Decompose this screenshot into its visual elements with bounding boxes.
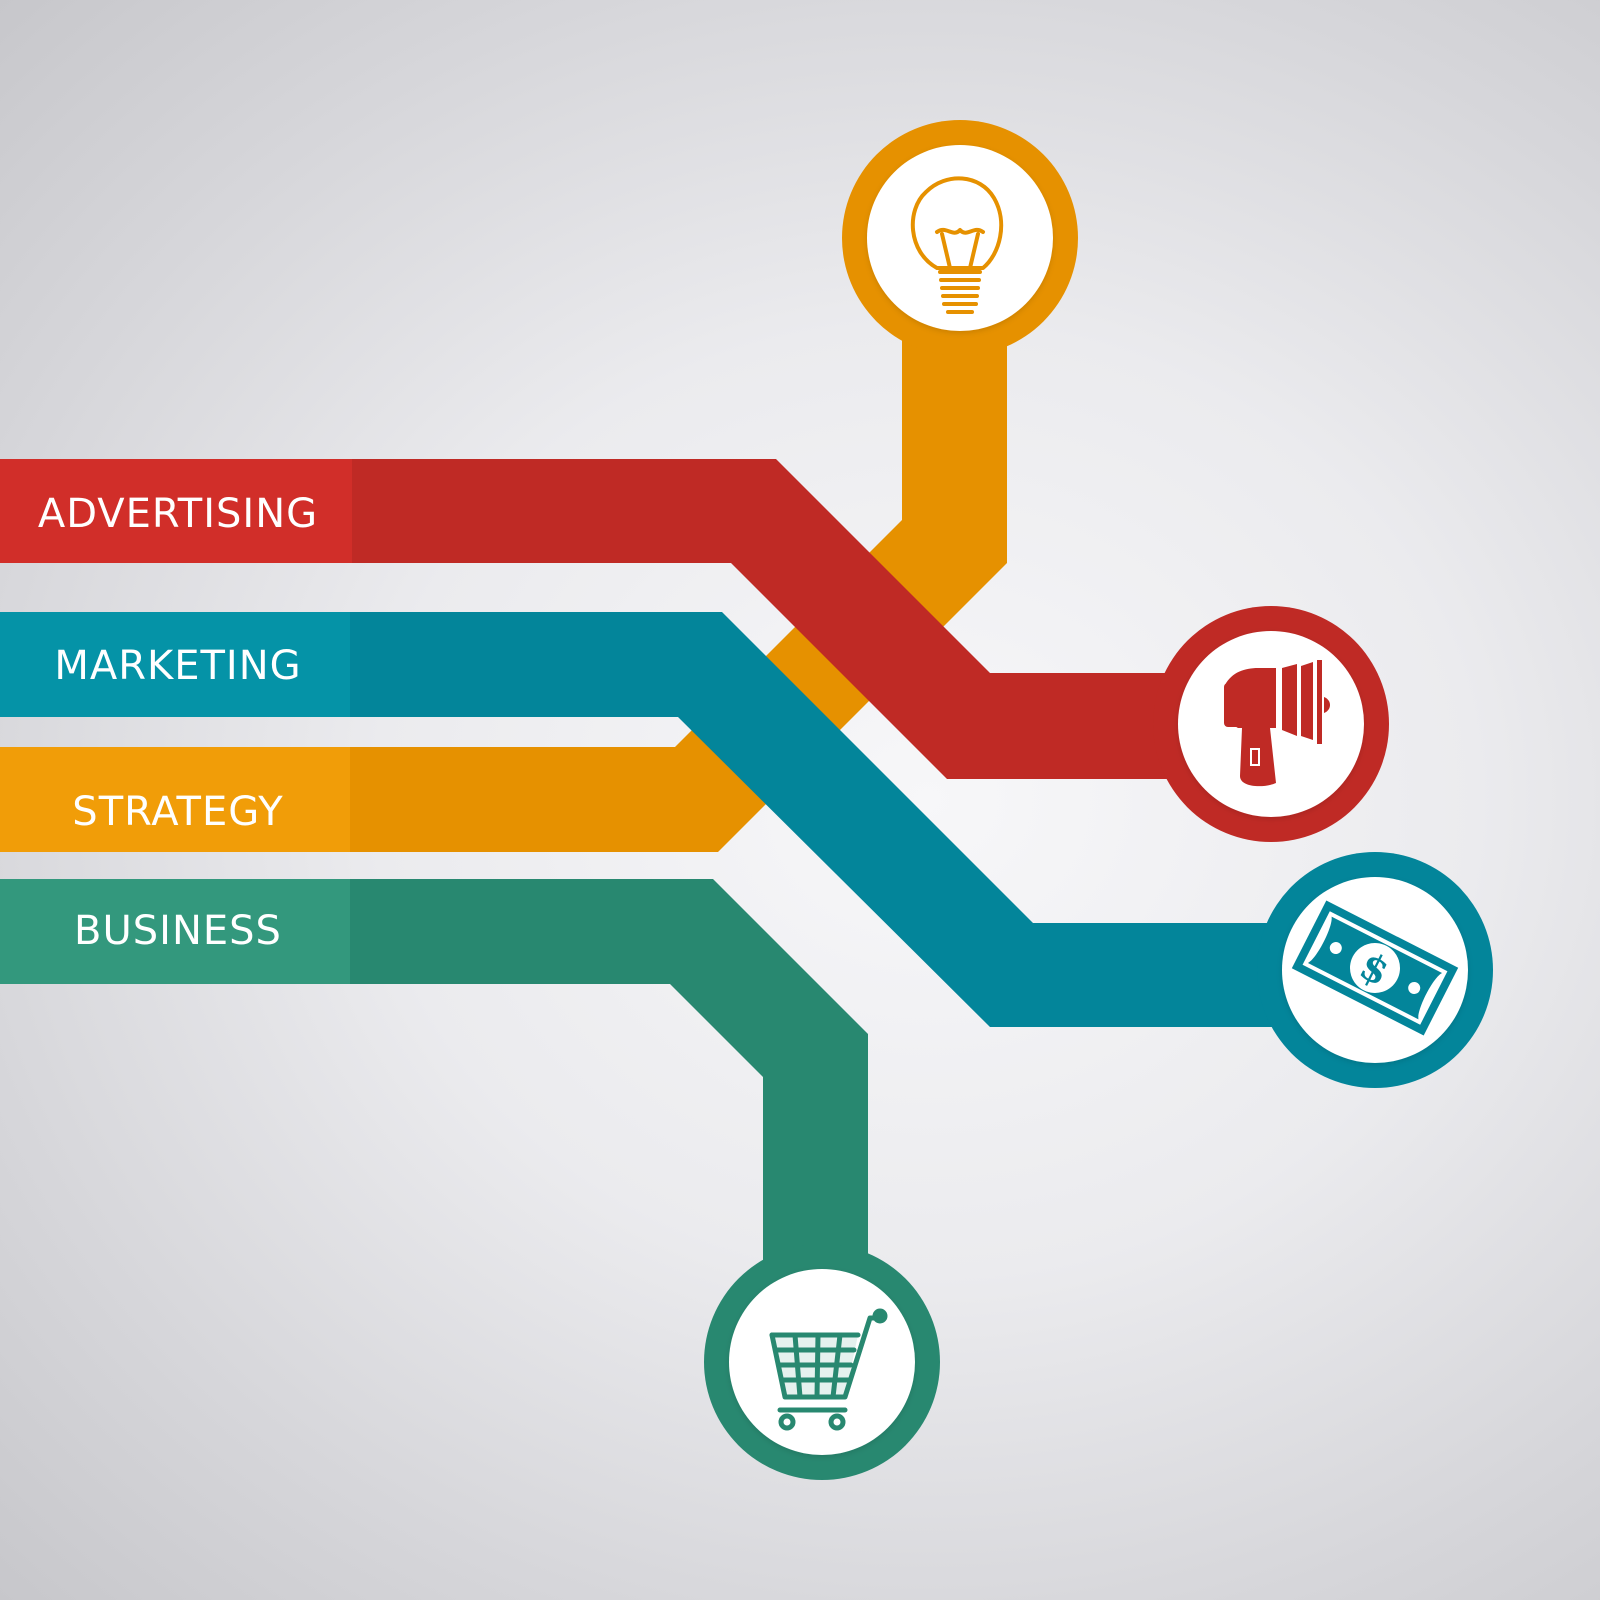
money-bill-icon: $ <box>1291 900 1459 1036</box>
shopping-cart-icon <box>769 1308 888 1431</box>
megaphone-icon <box>1224 660 1330 787</box>
business-tab <box>0 879 350 984</box>
branch-business: BUSINESS <box>0 879 940 1480</box>
branch-advertising: ADVERTISING <box>0 459 1389 842</box>
business-node-inner <box>729 1269 915 1455</box>
advertising-label: ADVERTISING <box>38 491 318 537</box>
marketing-label: MARKETING <box>54 643 301 689</box>
marketing-tab <box>0 612 350 717</box>
lightbulb-icon <box>910 176 1004 314</box>
business-label: BUSINESS <box>74 908 282 954</box>
branch-marketing: MARKETING $ <box>0 612 1493 1088</box>
strategy-label: STRATEGY <box>72 789 283 835</box>
strategy-node-inner <box>867 145 1053 331</box>
advertising-tab <box>0 459 352 563</box>
strategy-tab <box>0 747 350 852</box>
